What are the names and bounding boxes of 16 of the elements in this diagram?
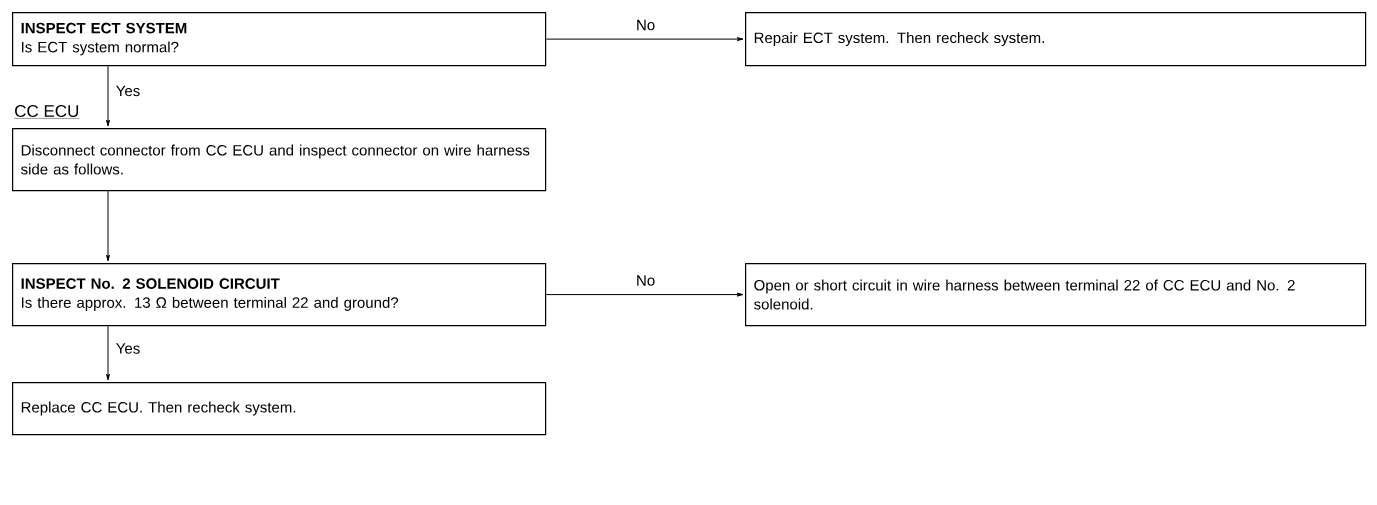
arrow — [106, 325, 110, 381]
edge-label: Yes — [114, 84, 142, 98]
process-box: Disconnect connector from CC ECU and inspect connector on wire harness side as follows. — [12, 128, 547, 192]
process-box: Open or short circuit in wire harness between terminal 22 of CC ECU and No. 2 solenoid. — [745, 263, 1367, 327]
section-label: CC ECU — [14, 105, 80, 119]
arrow — [545, 292, 744, 297]
process-box: Replace CC ECU. Then recheck system. — [12, 382, 547, 436]
edge-label: Yes — [114, 342, 142, 355]
arrow — [106, 190, 110, 262]
process-box: INSPECT No. 2 SOLENOID CIRCUIT Is there approx. 13 Ω between terminal 22 and ground? — [12, 263, 547, 327]
edge-label: No — [635, 274, 657, 287]
process-box: Repair ECT system. Then recheck system. — [745, 12, 1367, 67]
process-box: INSPECT ECT SYSTEM Is ECT system normal? — [12, 12, 547, 67]
arrow — [106, 65, 110, 127]
arrow — [545, 37, 744, 42]
edge-label: No — [635, 18, 657, 32]
